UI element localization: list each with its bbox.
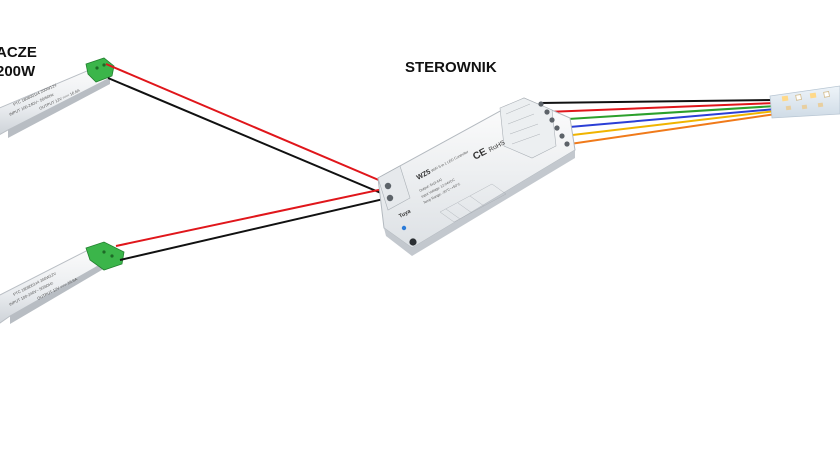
terminal-screw	[549, 117, 555, 123]
terminal-screw	[559, 133, 565, 139]
status-led	[401, 225, 407, 231]
wire-orange-out	[569, 113, 777, 145]
terminal-screw	[384, 182, 392, 190]
psu-label-line2: 200W	[0, 63, 36, 80]
input-wires	[105, 63, 389, 261]
power-supply-2: PTC 1808001x4 200W12V INPUT 100-240V~ 50…	[0, 241, 125, 324]
terminal-screw	[554, 125, 560, 131]
terminal-screw	[544, 109, 550, 115]
wire-yellow-out	[563, 110, 777, 137]
terminal-block	[85, 241, 125, 271]
wire-red-out	[545, 102, 777, 113]
terminal-screw	[564, 141, 570, 147]
wire-black-psu2	[119, 197, 389, 261]
wire-red-psu1	[105, 63, 389, 185]
pairing-button	[409, 238, 417, 246]
brand-logo: Tuya	[398, 208, 413, 220]
terminal-screw	[386, 194, 394, 202]
wire-red-psu2	[115, 187, 389, 247]
wire-black-out	[539, 99, 777, 104]
output-wires	[539, 99, 777, 145]
psu-label-line1: ACZE	[0, 44, 37, 61]
terminal-screw	[538, 101, 544, 107]
wire-blue-out	[557, 108, 777, 129]
led-strip	[769, 85, 840, 119]
wire-green-out	[551, 105, 777, 121]
controller-label: STEROWNIK	[405, 59, 497, 76]
led-controller: WZ5 WiFi 5 in 1 LED Controller Output: 5…	[377, 97, 576, 256]
wire-black-psu1	[107, 77, 389, 197]
